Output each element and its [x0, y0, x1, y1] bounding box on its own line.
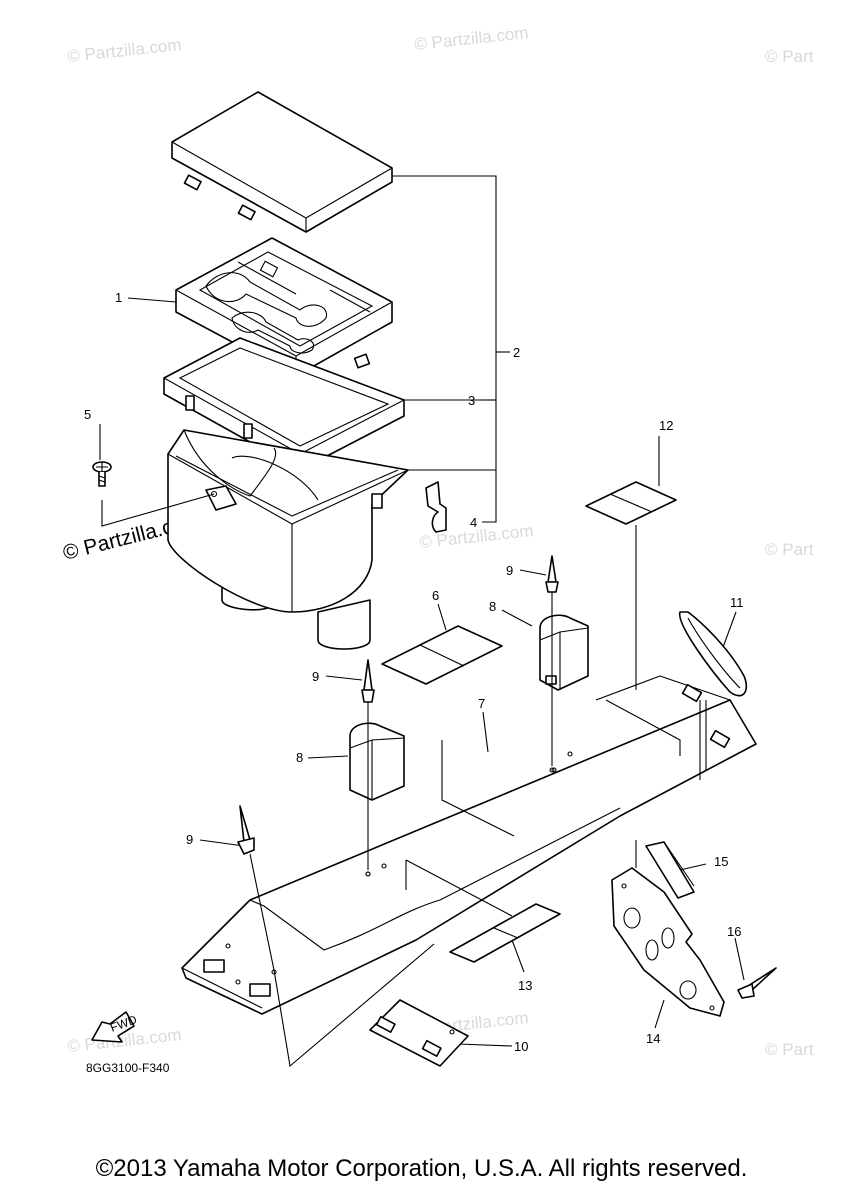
diagram-code: 8GG3100-F340 — [86, 1061, 170, 1075]
cord — [679, 611, 748, 697]
watermark: © Part — [765, 47, 814, 66]
watermark: © Part — [765, 1040, 814, 1059]
rivet-9b — [361, 659, 375, 877]
watermark: © Partzilla.com — [66, 35, 182, 66]
callout-9c: 9 — [186, 832, 193, 847]
clip — [425, 481, 447, 533]
callout-7: 7 — [478, 696, 485, 711]
callout-16: 16 — [727, 924, 741, 939]
box-lid — [171, 91, 393, 233]
clip-8-upper — [539, 614, 589, 691]
small-plate — [273, 943, 469, 1068]
callout-8a: 8 — [489, 599, 496, 614]
sheet-12 — [585, 481, 677, 525]
group-bracket — [392, 175, 510, 523]
callout-12: 12 — [659, 418, 673, 433]
foam-block — [645, 841, 695, 899]
callout-9a: 9 — [506, 563, 513, 578]
rivet-9c — [237, 805, 275, 971]
watermark: © Part — [765, 540, 814, 559]
sheet-13 — [449, 903, 561, 963]
callout-11: 11 — [730, 595, 744, 610]
clip-8-lower — [349, 722, 405, 801]
callout-6: 6 — [432, 588, 439, 603]
copyright-notice: ©2013 Yamaha Motor Corporation, U.S.A. A… — [95, 1155, 748, 1182]
callout-9b: 9 — [312, 669, 319, 684]
callout-10: 10 — [514, 1039, 528, 1054]
callout-5: 5 — [84, 407, 91, 422]
bottom-plate — [181, 525, 757, 1015]
rivet-16 — [737, 967, 777, 999]
callout-14: 14 — [646, 1031, 660, 1046]
storage-box — [167, 429, 409, 650]
callout-leaders — [99, 297, 745, 1047]
callout-15: 15 — [714, 854, 728, 869]
callout-3: 3 — [468, 393, 475, 408]
rivet-9a — [545, 555, 559, 773]
watermark: © Partzilla.com — [413, 23, 529, 54]
callout-2: 2 — [513, 345, 520, 360]
callout-13: 13 — [518, 978, 532, 993]
callout-4: 4 — [470, 515, 477, 530]
tool-tray — [175, 237, 393, 377]
callout-1: 1 — [115, 290, 122, 305]
callout-8b: 8 — [296, 750, 303, 765]
screw — [92, 461, 112, 487]
bracket-plate — [611, 840, 725, 1017]
sheet-6 — [381, 625, 503, 685]
callout-numbers: 1 2 3 4 5 6 7 8 8 9 9 9 10 11 12 13 14 1… — [84, 290, 744, 1054]
